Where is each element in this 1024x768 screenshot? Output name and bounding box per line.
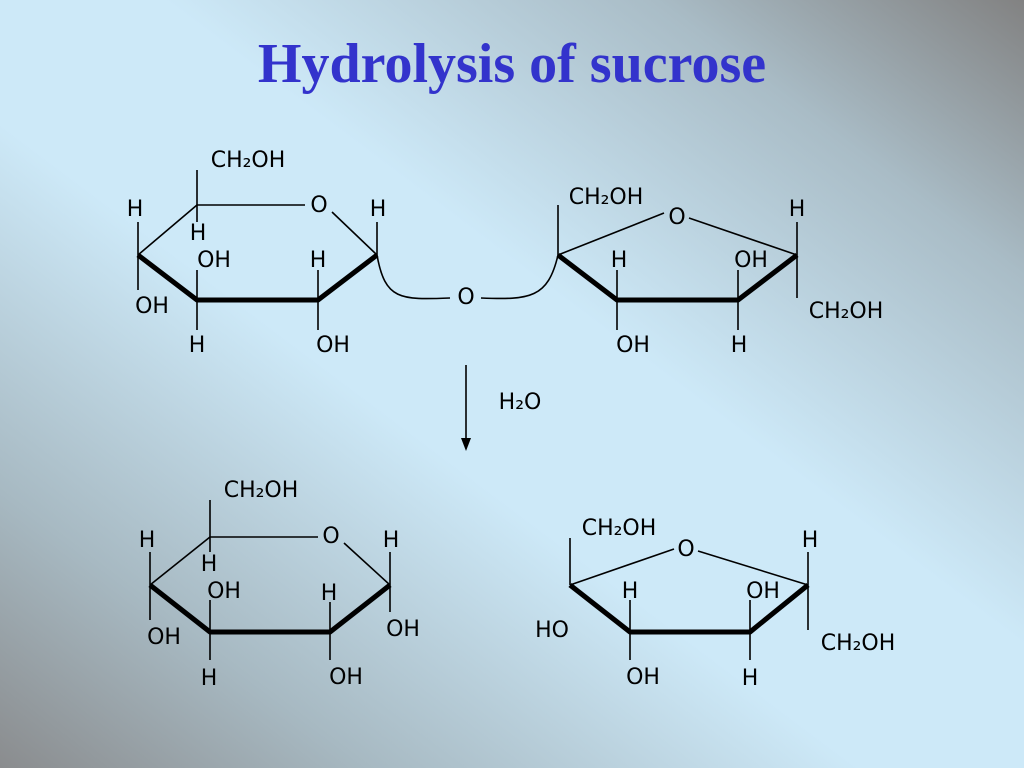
label-oh: OH: [329, 665, 363, 690]
label-glycosidic-o: O: [457, 285, 474, 310]
label-h: H: [383, 528, 400, 553]
label-oh: OH: [207, 579, 241, 604]
label-h: H: [742, 666, 759, 691]
label-h: H: [139, 528, 156, 553]
label-oh: OH: [616, 333, 650, 358]
label-oh: OH: [197, 248, 231, 273]
label-h: H: [310, 248, 327, 273]
label-ring-o: O: [322, 524, 339, 549]
label-h: H: [611, 248, 628, 273]
label-h: H: [622, 579, 639, 604]
label-oh: OH: [386, 617, 420, 642]
label-ch2oh: CH₂OH: [569, 185, 644, 210]
label-ring-o: O: [310, 193, 327, 218]
label-h: H: [802, 528, 819, 553]
product-fructose-ring: CH₂OH O HO H OH OH H H CH₂OH: [535, 516, 895, 691]
label-h: H: [731, 333, 748, 358]
label-h: H: [321, 581, 338, 606]
sucrose-glucose-ring: CH₂OH O H H OH OH H H OH H: [127, 148, 387, 358]
label-ho: HO: [535, 618, 569, 643]
label-h: H: [201, 552, 218, 577]
slide-title: Hydrolysis of sucrose: [257, 33, 767, 95]
label-h: H: [189, 333, 206, 358]
reaction-arrow: H₂O: [461, 365, 541, 451]
label-oh: OH: [746, 579, 780, 604]
label-h: H: [127, 197, 144, 222]
label-oh: OH: [626, 665, 660, 690]
label-ch2oh: CH₂OH: [224, 478, 299, 503]
label-h: H: [201, 666, 218, 691]
glycosidic-linkage: O: [376, 254, 559, 310]
sucrose-fructose-ring: CH₂OH O H OH OH H H CH₂OH: [556, 185, 884, 358]
label-h: H: [190, 221, 207, 246]
label-ch2oh: CH₂OH: [582, 516, 657, 541]
product-glucose-ring: CH₂OH O H H OH OH H H OH H OH: [139, 478, 420, 691]
label-h: H: [370, 197, 387, 222]
label-water: H₂O: [499, 390, 542, 415]
label-h: H: [789, 197, 806, 222]
label-ring-o: O: [668, 205, 685, 230]
label-ch2oh: CH₂OH: [211, 148, 286, 173]
arrow-head-icon: [461, 438, 471, 451]
label-ch2oh: CH₂OH: [821, 631, 896, 656]
label-ch2oh: CH₂OH: [809, 299, 884, 324]
label-ring-o: O: [677, 537, 694, 562]
label-oh: OH: [135, 294, 169, 319]
label-oh: OH: [316, 333, 350, 358]
label-oh: OH: [734, 248, 768, 273]
label-oh: OH: [147, 625, 181, 650]
